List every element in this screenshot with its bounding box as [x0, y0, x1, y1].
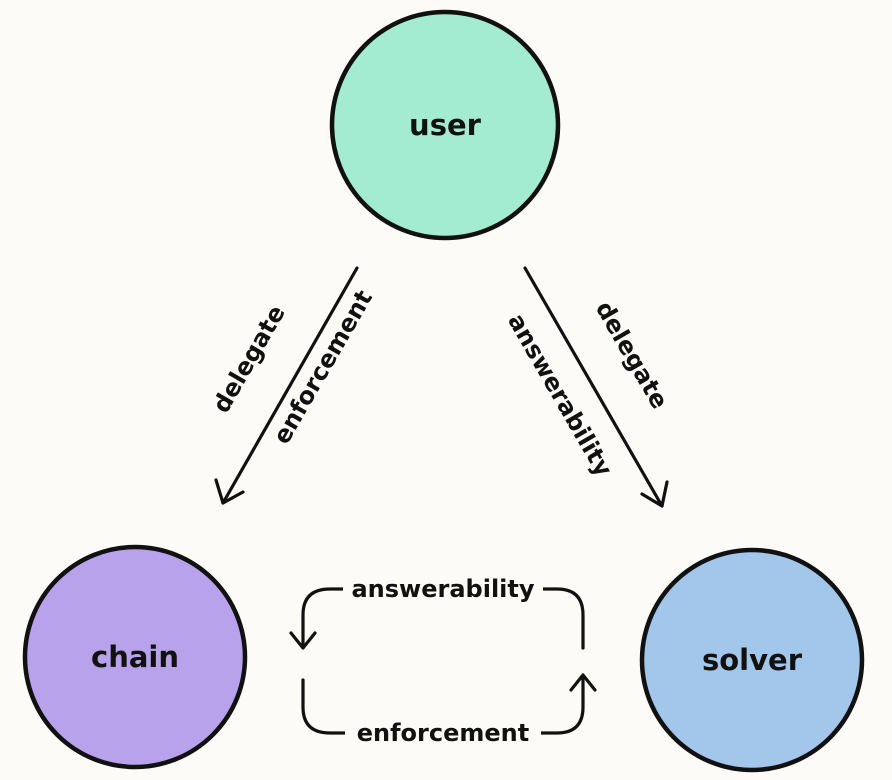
- solver-to-chain-label-bg: [343, 572, 543, 606]
- solver-label: solver: [702, 643, 803, 677]
- chain-to-solver-label-bg: [345, 716, 541, 750]
- user-to-solver-arrowhead: [640, 480, 669, 508]
- chain-to-solver-label: enforcement: [357, 719, 529, 747]
- chain-label: chain: [91, 640, 179, 674]
- node-solver: solver: [639, 547, 865, 773]
- edge-user-to-solver: delegate answerability: [502, 266, 674, 508]
- chain-circle: [22, 544, 248, 770]
- user-to-solver-label-answerability: answerability: [502, 309, 618, 482]
- user-to-chain-label-delegate: delegate: [207, 300, 291, 417]
- solver-to-chain-label: answerability: [351, 575, 534, 603]
- user-to-chain-line: [221, 266, 359, 505]
- edge-user-to-chain: delegate enforcement: [207, 266, 378, 505]
- user-to-solver-line: [523, 266, 664, 508]
- node-chain: chain: [22, 544, 248, 770]
- edge-chain-to-solver: enforcement: [301, 673, 597, 750]
- edge-solver-to-chain: answerability: [289, 572, 585, 650]
- user-label: user: [409, 108, 482, 142]
- node-user: user: [329, 9, 561, 241]
- user-to-solver-label-delegate: delegate: [590, 296, 674, 413]
- user-to-chain-arrowhead: [214, 478, 245, 505]
- user-circle: [329, 9, 561, 241]
- solver-to-chain-arrowhead: [289, 631, 317, 650]
- chain-to-solver-arrowhead: [569, 673, 597, 692]
- user-to-chain-label-enforcement: enforcement: [268, 285, 378, 448]
- solver-circle: [639, 547, 865, 773]
